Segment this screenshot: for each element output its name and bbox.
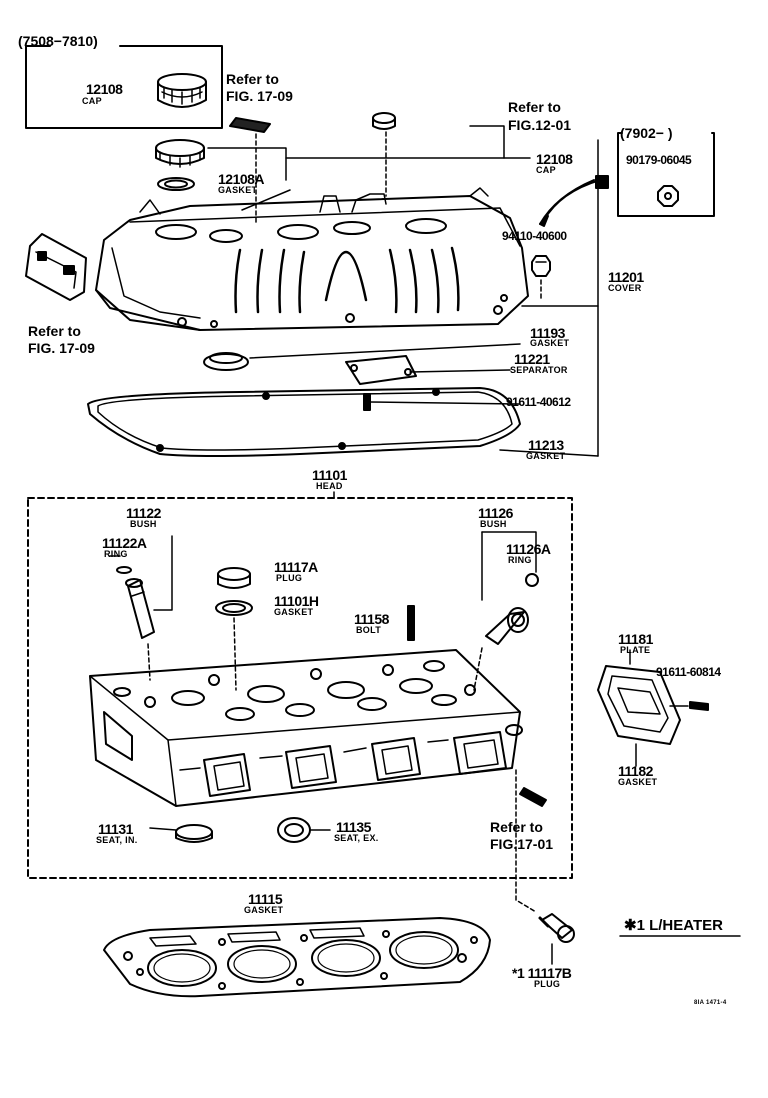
vent-gasket xyxy=(229,117,271,133)
seat-in-11131 xyxy=(175,824,213,843)
part-name: SEAT, EX. xyxy=(334,833,379,843)
cylinder-head-11101 xyxy=(89,649,523,807)
part-name: CAP xyxy=(536,165,556,175)
part-number: 11126A xyxy=(506,541,551,557)
bolt-11158 xyxy=(407,605,415,641)
part-number: 11122 xyxy=(126,505,161,521)
refer-label: Refer to xyxy=(490,819,543,835)
gasket-11101h xyxy=(215,600,253,616)
bolt-91611-60814 xyxy=(689,701,709,711)
part-number: 11122A xyxy=(102,535,147,551)
refer-label: FIG. 17-09 xyxy=(28,340,95,356)
part-name: GASKET xyxy=(530,338,570,348)
bush-11122 xyxy=(125,578,155,639)
part-name: RING xyxy=(508,555,532,565)
figure-code: 8IA 1471-4 xyxy=(694,1000,727,1006)
part-name: GASKET xyxy=(618,777,658,787)
gasket-12108a xyxy=(157,177,195,191)
part-name: PLATE xyxy=(620,645,651,655)
part-name: GASKET xyxy=(218,185,258,195)
part-name: PLUG xyxy=(534,979,561,989)
cap-12108-old xyxy=(157,73,207,108)
refer-label: Refer to xyxy=(226,71,279,87)
gasket-11193 xyxy=(203,352,249,371)
part-number: 11201 xyxy=(608,269,644,285)
part-name: SEAT, IN. xyxy=(96,835,138,845)
period-label-right: (7902− ) xyxy=(620,125,673,141)
part-number: 11115 xyxy=(248,891,283,907)
part-name: GASKET xyxy=(526,451,566,461)
part-name: SEPARATOR xyxy=(510,365,568,375)
part-name: GASKET xyxy=(274,607,314,617)
part-number: 12108 xyxy=(86,81,123,97)
dowel-pin xyxy=(519,787,547,807)
period-box-left xyxy=(25,45,223,129)
nut-94110 xyxy=(531,255,551,277)
part-number: 12108A xyxy=(218,171,265,187)
part-name: BOLT xyxy=(356,625,382,635)
part-name: GASKET xyxy=(244,905,284,915)
cap-12108 xyxy=(155,139,205,168)
nut-90179 xyxy=(657,185,679,207)
part-number: 11117A xyxy=(274,559,318,575)
separator-11221 xyxy=(345,355,417,385)
ring-11122a xyxy=(116,566,132,574)
part-number: 11213 xyxy=(528,437,564,453)
part-number: 91611-40612 xyxy=(506,395,571,409)
refer-label: FIG.12-01 xyxy=(508,117,572,133)
refer-label: FIG.17-01 xyxy=(490,836,554,852)
part-number: 11182 xyxy=(618,763,653,779)
part-name: BUSH xyxy=(130,519,157,529)
part-number: 90179-06045 xyxy=(626,153,692,167)
part-number: 11126 xyxy=(478,505,513,521)
bush-11126 xyxy=(485,607,529,645)
period-box-right xyxy=(617,132,715,217)
part-name: COVER xyxy=(608,283,642,293)
legend-note: ✱1 L/HEATER xyxy=(624,917,723,934)
part-number: 94110-40600 xyxy=(502,229,567,243)
part-number: 11181 xyxy=(618,631,653,647)
ring-11126a xyxy=(525,573,539,587)
part-number: 11135 xyxy=(336,819,371,835)
part-number: 11193 xyxy=(530,325,565,341)
part-number: 11101 xyxy=(312,467,347,483)
part-name: RING xyxy=(104,549,128,559)
part-number: 11131 xyxy=(98,821,133,837)
refer-label: Refer to xyxy=(28,323,81,339)
refer-label: Refer to xyxy=(508,99,561,115)
part-number: 12108 xyxy=(536,151,573,167)
part-number: 11158 xyxy=(354,611,389,627)
part-name: HEAD xyxy=(316,481,343,491)
part-name: BUSH xyxy=(480,519,507,529)
part-number: 11101H xyxy=(274,593,319,609)
valve-cover-11201 xyxy=(95,187,529,331)
hose xyxy=(543,179,601,221)
part-name: PLUG xyxy=(276,573,303,583)
part-name: CAP xyxy=(82,96,102,106)
seat-ex-11135 xyxy=(277,817,311,843)
head-gasket-11115 xyxy=(103,917,491,998)
gasket-11213 xyxy=(87,387,521,457)
refer-label: FIG. 17-09 xyxy=(226,88,293,104)
breather-plug xyxy=(372,112,396,130)
head-box xyxy=(27,497,573,879)
part-number: 11221 xyxy=(514,351,550,367)
plug-11117b xyxy=(538,913,575,943)
plug-11117a xyxy=(217,567,251,589)
side-gasket xyxy=(25,233,87,301)
plate-11181 xyxy=(597,665,681,745)
part-number: 91611-60814 xyxy=(656,665,721,679)
part-number: *1 11117B xyxy=(512,965,572,981)
period-label-left: (7508−7810) xyxy=(18,33,98,49)
bolt-91611-40612 xyxy=(363,393,371,411)
